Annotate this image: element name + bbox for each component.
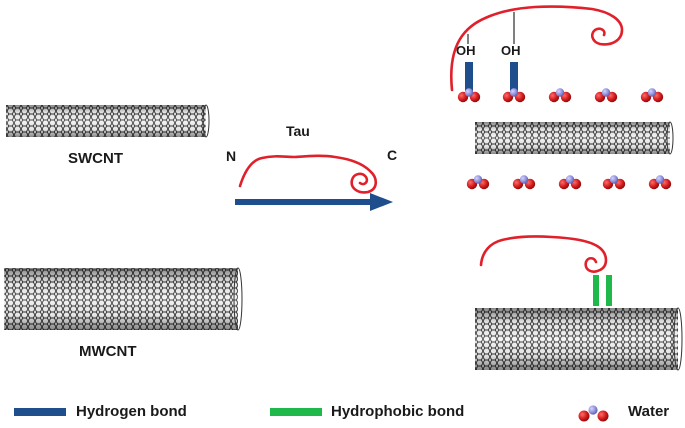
swcnt-nanotube-solvated <box>475 121 674 155</box>
legend-hydrogen-bond-label: Hydrogen bond <box>76 403 187 420</box>
legend-hydrophobic-bond-label: Hydrophobic bond <box>331 403 465 420</box>
tau-protein-top <box>450 5 624 92</box>
tau-protein-bottom <box>479 235 608 273</box>
tau-protein-center <box>238 154 378 194</box>
legend-hydrogen-bond-swatch <box>14 408 66 416</box>
mwcnt-nanotube-bound <box>475 307 683 371</box>
mwcnt-nanotube <box>4 267 243 331</box>
n-terminus-label: N <box>226 148 237 164</box>
oh-label-left: OH <box>456 43 476 58</box>
legend-water-label: Water <box>628 403 670 420</box>
tau-label: Tau <box>286 123 310 139</box>
hydrophobic-bond-bar-left <box>593 275 599 306</box>
hydrogen-bond-bar-right <box>510 62 518 92</box>
legend-hydrophobic-bond-swatch <box>270 408 322 416</box>
mwcnt-label: MWCNT <box>79 343 137 360</box>
legend-water-molecule-icon <box>578 405 609 422</box>
c-terminus-label: C <box>387 147 398 163</box>
hydrogen-bond-bar-left <box>465 62 473 92</box>
oh-label-right: OH <box>501 43 521 58</box>
reaction-arrow <box>235 193 393 211</box>
swcnt-nanotube <box>6 104 210 138</box>
water-row-bottom <box>466 175 672 190</box>
hydrophobic-bond-bar-right <box>606 275 612 306</box>
swcnt-label: SWCNT <box>68 150 123 167</box>
water-row-top <box>457 88 664 103</box>
